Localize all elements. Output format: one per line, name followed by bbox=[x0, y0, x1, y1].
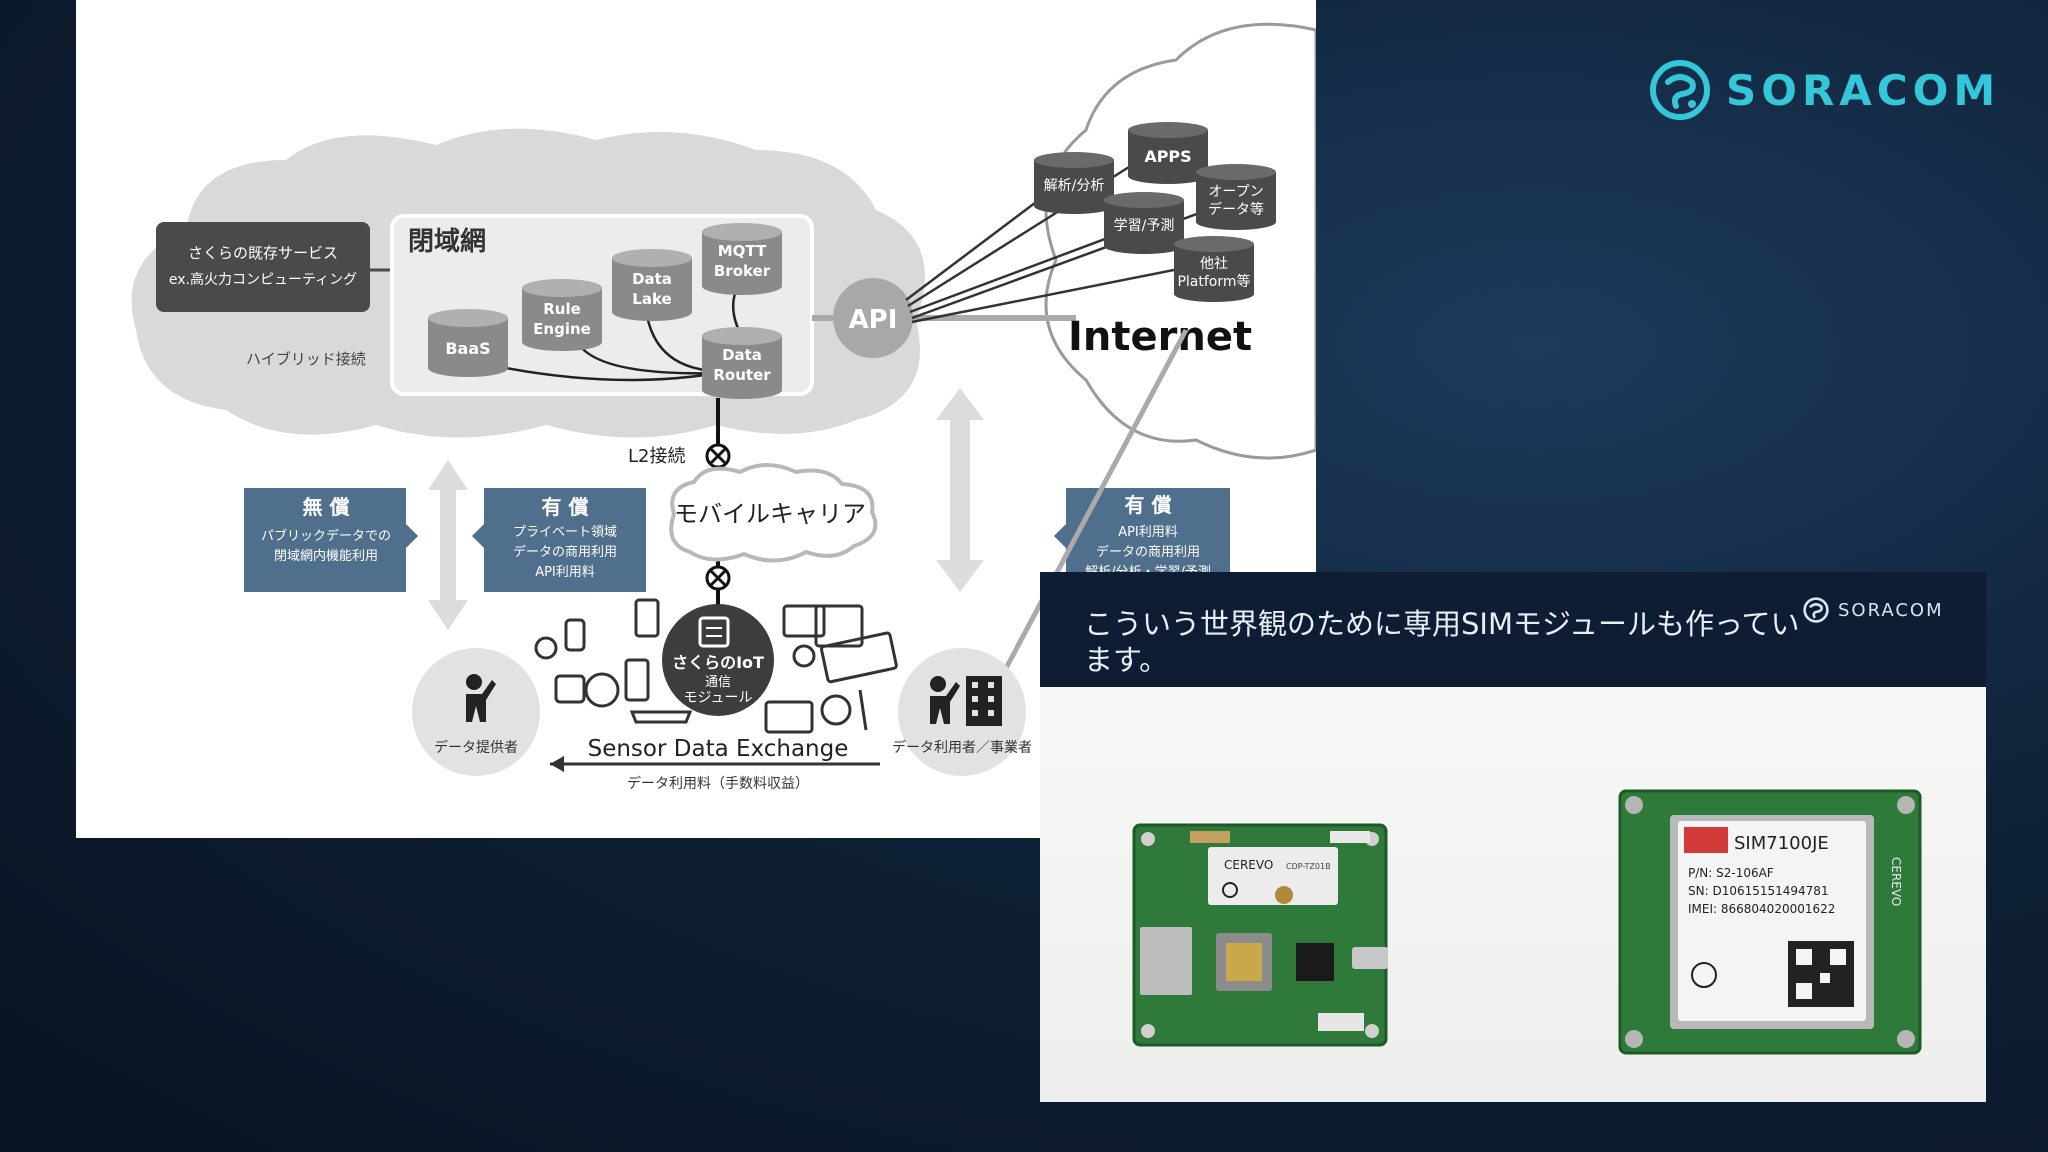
svg-text:SIM7100JE: SIM7100JE bbox=[1734, 833, 1829, 854]
l2-label: L2接続 bbox=[628, 446, 685, 467]
free-box: 無 償 パブリックデータでの 閉域網内機能利用 bbox=[244, 488, 418, 592]
svg-text:Data: Data bbox=[632, 270, 672, 288]
svg-text:閉域網内機能利用: 閉域網内機能利用 bbox=[274, 548, 378, 564]
soracom-mini-logo-icon bbox=[1803, 597, 1829, 623]
paid-box-private: 有 償 プライベート領域 データの商用利用 API利用料 bbox=[472, 488, 646, 592]
product-photo: CEREVO CDP-TZ01B bbox=[1040, 687, 1986, 1102]
svg-text:APPS: APPS bbox=[1144, 147, 1191, 166]
svg-text:解析/分析: 解析/分析 bbox=[1044, 178, 1105, 194]
module-line1: さくらのIoT bbox=[672, 653, 764, 672]
svg-text:無 償: 無 償 bbox=[303, 495, 351, 519]
sim-icon bbox=[698, 616, 730, 648]
svg-text:Broker: Broker bbox=[714, 262, 771, 280]
db-analysis: 解析/分析 bbox=[1034, 152, 1114, 214]
db-other-platform: 他社 Platform等 bbox=[1174, 236, 1254, 302]
svg-text:Platform等: Platform等 bbox=[1177, 273, 1250, 290]
closed-network-title: 閉域網 bbox=[408, 226, 486, 257]
iot-module bbox=[662, 604, 774, 716]
provider-label: データ提供者 bbox=[434, 739, 518, 756]
svg-text:パブリックデータでの: パブリックデータでの bbox=[261, 528, 391, 544]
api-label: API bbox=[849, 305, 898, 335]
svg-text:学習/予測: 学習/予測 bbox=[1114, 218, 1175, 234]
carrier-label: モバイルキャリア bbox=[674, 500, 866, 528]
soracom-logo: SORACOM bbox=[1648, 58, 2000, 122]
svg-text:CEREVO: CEREVO bbox=[1224, 858, 1273, 872]
internet-label: Internet bbox=[1068, 314, 1252, 360]
db-baas: BaaS bbox=[428, 309, 508, 377]
svg-text:IMEI: 866804020001622: IMEI: 866804020001622 bbox=[1688, 902, 1835, 916]
user-circle bbox=[898, 648, 1026, 776]
db-apps: APPS bbox=[1128, 122, 1208, 184]
svg-text:Lake: Lake bbox=[632, 290, 671, 308]
svg-text:Engine: Engine bbox=[533, 320, 591, 338]
business-user-icon bbox=[930, 676, 1002, 726]
device-icons bbox=[534, 598, 898, 734]
network-diagram: さくらの既存サービス ex.高火力コンピューティング ハイブリッド接続 閉域網 … bbox=[131, 22, 1316, 792]
module-line2: 通信 bbox=[705, 675, 731, 690]
carrier-cloud bbox=[669, 463, 878, 563]
person-icon-provider bbox=[466, 674, 496, 722]
svg-text:MQTT: MQTT bbox=[718, 242, 767, 260]
diagram-slide: さくらの既存サービス ex.高火力コンピューティング ハイブリッド接続 閉域網 … bbox=[76, 0, 1316, 838]
caption-logo-text: SORACOM bbox=[1838, 599, 1944, 621]
db-data-lake: Data Lake bbox=[612, 249, 692, 321]
user-label: データ利用者／事業者 bbox=[892, 739, 1032, 756]
existing-service-line2: ex.高火力コンピューティング bbox=[169, 271, 357, 288]
db-learning: 学習/予測 bbox=[1104, 192, 1184, 254]
svg-text:Rule: Rule bbox=[543, 300, 581, 318]
db-mqtt-broker: MQTT Broker bbox=[702, 223, 782, 295]
soracom-logo-icon bbox=[1650, 60, 1710, 120]
svg-text:Data: Data bbox=[722, 346, 762, 364]
double-arrow-left bbox=[428, 460, 468, 630]
left-board: CEREVO CDP-TZ01B bbox=[1132, 823, 1388, 1047]
existing-service-box bbox=[156, 222, 370, 312]
module-line3: モジュール bbox=[683, 690, 752, 706]
svg-text:API利用料: API利用料 bbox=[1118, 525, 1178, 540]
video-slide: こういう世界観のために専用SIMモジュールも作っています。 SORACOM CE… bbox=[1040, 572, 1986, 1102]
caption-bar: こういう世界観のために専用SIMモジュールも作っています。 SORACOM bbox=[1040, 572, 1986, 687]
svg-text:他社: 他社 bbox=[1200, 256, 1228, 272]
svg-text:有 償: 有 償 bbox=[1125, 493, 1173, 517]
provider-circle bbox=[412, 648, 540, 776]
sim-module-boards: CEREVO CDP-TZ01B bbox=[1132, 789, 1922, 1055]
svg-text:Router: Router bbox=[713, 366, 771, 384]
double-arrow-right bbox=[936, 388, 984, 592]
svg-text:データの商用利用: データの商用利用 bbox=[1096, 544, 1200, 560]
caption-logo: SORACOM bbox=[1802, 596, 1944, 624]
svg-text:CDP-TZ01B: CDP-TZ01B bbox=[1286, 862, 1331, 871]
soracom-logo-text: SORACOM bbox=[1726, 65, 2001, 115]
caption-text: こういう世界観のために専用SIMモジュールも作っています。 bbox=[1084, 607, 1800, 677]
svg-text:CEREVO: CEREVO bbox=[1889, 857, 1903, 906]
hybrid-label: ハイブリッド接続 bbox=[246, 350, 366, 368]
existing-service-line1: さくらの既存サービス bbox=[188, 244, 338, 262]
db-rule-engine: Rule Engine bbox=[522, 279, 602, 351]
svg-text:P/N: S2-106AF: P/N: S2-106AF bbox=[1688, 866, 1774, 880]
exchange-label: Sensor Data Exchange bbox=[588, 736, 849, 762]
right-board: SIM7100JE P/N: S2-106AF SN: D10615151494… bbox=[1618, 789, 1922, 1055]
svg-text:オープン: オープン bbox=[1208, 184, 1263, 200]
svg-text:SN: D10615151494781: SN: D10615151494781 bbox=[1688, 884, 1829, 898]
db-open-data: オープン データ等 bbox=[1196, 164, 1276, 230]
svg-text:データ等: データ等 bbox=[1208, 201, 1264, 218]
svg-text:有 償: 有 償 bbox=[542, 495, 590, 519]
svg-text:API利用料: API利用料 bbox=[535, 565, 595, 580]
svg-text:BaaS: BaaS bbox=[445, 339, 490, 358]
db-data-router: Data Router bbox=[702, 327, 782, 399]
fee-label: データ利用料（手数料収益） bbox=[627, 775, 809, 792]
svg-text:プライベート領域: プライベート領域 bbox=[513, 524, 617, 540]
svg-text:データの商用利用: データの商用利用 bbox=[513, 544, 617, 560]
api-node bbox=[833, 278, 913, 358]
